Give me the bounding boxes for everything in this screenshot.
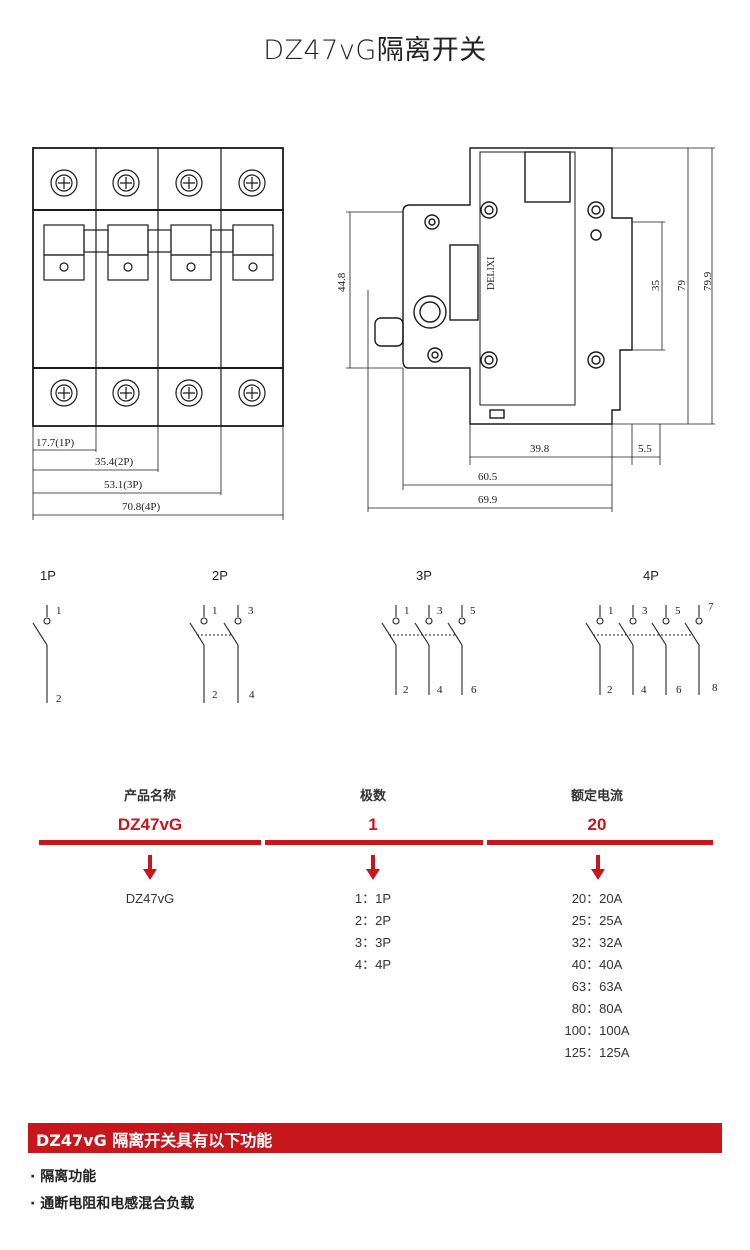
schematic-4p	[585, 605, 703, 695]
value-product: DZ47vG	[117, 815, 183, 834]
brand-mark: DELIXI	[486, 257, 497, 290]
svg-text:3: 3	[437, 605, 443, 617]
list-item: 125：125A	[564, 1045, 630, 1060]
svg-text:4: 4	[437, 684, 443, 696]
front-view-drawing: 17.7(1P) 35.4(2P) 53.1(3P) 70.8(4P)	[32, 147, 715, 520]
list-item: 25：25A	[571, 913, 623, 928]
svg-text:6: 6	[471, 684, 477, 696]
svg-text:1: 1	[608, 605, 614, 617]
list-item: 2：2P	[354, 913, 392, 928]
svg-text:2: 2	[212, 689, 218, 701]
pole-label-2p: 2P	[212, 568, 228, 583]
dim-79: 79	[676, 280, 688, 292]
current-options: 20：20A 25：25A 32：32A 40：40A 63：63A 80：80…	[497, 888, 697, 1064]
dim-60-5: 60.5	[478, 471, 498, 483]
value-current: 20	[587, 815, 607, 834]
schematic-2p	[189, 605, 242, 703]
features-heading: DZ47vG 隔离开关具有以下功能	[36, 1131, 273, 1150]
svg-text:7: 7	[708, 601, 714, 613]
list-item: 40：40A	[571, 957, 623, 972]
down-arrow-icon	[591, 855, 605, 880]
svg-text:1: 1	[212, 605, 218, 617]
down-arrow-icon	[143, 855, 157, 880]
dim-3p: 53.1(3P)	[104, 479, 143, 491]
list-item: DZ47vG	[125, 891, 175, 906]
features-banner	[28, 1123, 722, 1153]
svg-text:4: 4	[249, 689, 255, 701]
svg-text:3: 3	[642, 605, 648, 617]
list-item: 20：20A	[571, 891, 623, 906]
schematic-3p	[381, 605, 466, 695]
product-options: DZ47vG	[50, 888, 250, 910]
red-bar-product	[39, 840, 261, 845]
list-item: 63：63A	[571, 979, 623, 994]
svg-text:1: 1	[56, 605, 62, 617]
side-view-drawing	[346, 147, 715, 512]
svg-text:5: 5	[675, 605, 681, 617]
header-rated-current: 额定电流	[570, 789, 623, 804]
value-poles: 1	[368, 815, 378, 834]
page-title: DZ47vG隔离开关	[263, 35, 487, 66]
svg-text:2: 2	[607, 684, 613, 696]
dim-79-9: 79.9	[702, 271, 714, 291]
list-item: 1：1P	[354, 891, 392, 906]
list-item: 100：100A	[564, 1023, 630, 1038]
dim-69-9: 69.9	[478, 494, 498, 506]
list-item: 32：32A	[571, 935, 623, 950]
red-bar-poles	[265, 840, 483, 845]
dim-39-8: 39.8	[530, 443, 550, 455]
header-poles: 极数	[359, 789, 386, 804]
schematic-1p	[32, 605, 51, 703]
wiring-schematics: 1 2 1 3 2 4 1 3 5 2 4 6 1 3 5 7 2 4 6 8	[32, 601, 718, 705]
pole-label-4p: 4P	[643, 568, 659, 583]
svg-text:1: 1	[404, 605, 410, 617]
pole-label-3p: 3P	[416, 568, 432, 583]
svg-text:6: 6	[676, 684, 682, 696]
svg-text:2: 2	[56, 693, 62, 705]
header-product-name: 产品名称	[123, 789, 176, 804]
svg-text:2: 2	[403, 684, 409, 696]
svg-text:8: 8	[712, 682, 718, 694]
svg-text:5: 5	[470, 605, 476, 617]
down-arrow-icon	[366, 855, 380, 880]
dim-35: 35	[650, 280, 662, 292]
dim-5-5: 5.5	[638, 443, 652, 455]
dim-2p: 35.4(2P)	[95, 456, 134, 468]
list-item: 4：4P	[354, 957, 392, 972]
svg-text:4: 4	[641, 684, 647, 696]
list-item: 3：3P	[354, 935, 392, 950]
dim-4p: 70.8(4P)	[122, 501, 161, 513]
svg-text:3: 3	[248, 605, 254, 617]
list-item: 80：80A	[571, 1001, 623, 1016]
dim-1p: 17.7(1P)	[36, 437, 75, 449]
pole-options: 1：1P 2：2P 3：3P 4：4P	[273, 888, 473, 976]
pole-label-1p: 1P	[40, 568, 56, 583]
red-bar-current	[487, 840, 713, 845]
dim-44-8: 44.8	[336, 272, 348, 292]
feature-item: · 隔离功能	[30, 1169, 97, 1185]
feature-item: · 通断电阻和电感混合负载	[30, 1196, 195, 1212]
